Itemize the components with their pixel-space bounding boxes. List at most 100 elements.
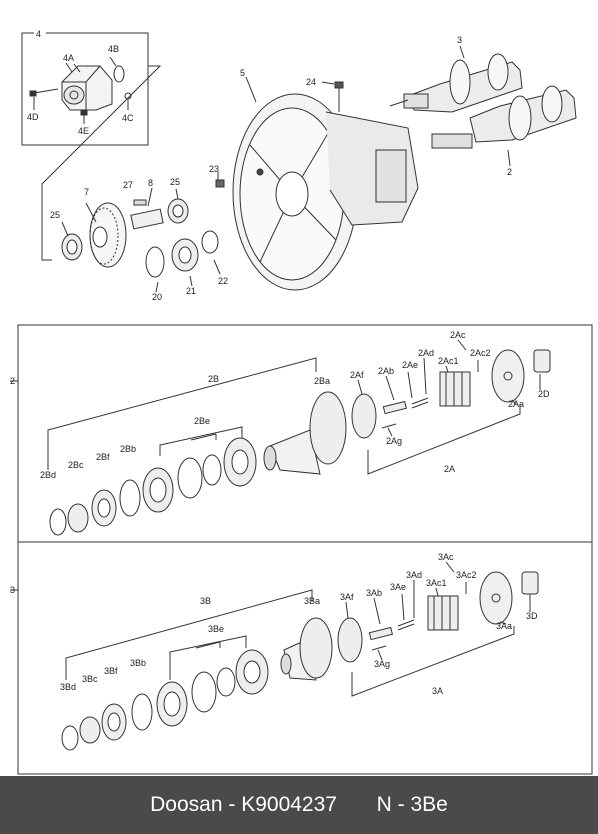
springs-2ae	[411, 397, 429, 409]
callout-4a: 4A	[63, 53, 74, 63]
separator: -	[228, 793, 236, 816]
shaft-3ba	[280, 617, 333, 681]
motor-assembly-2	[431, 85, 577, 149]
piston-set-2ac1	[439, 371, 471, 407]
callout-20: 20	[152, 292, 162, 302]
callout-2aa: 2Aa	[508, 399, 524, 409]
cylinder-block-2aa	[491, 349, 525, 403]
snap-ring-20	[145, 246, 165, 278]
callout-2ag: 2Ag	[386, 436, 402, 446]
callout-23: 23	[209, 164, 219, 174]
section-2	[10, 324, 593, 543]
callout-3ae: 3Ae	[390, 582, 406, 592]
bolt-24	[334, 81, 344, 112]
inset-box-4	[21, 32, 149, 146]
callout-25-left: 25	[50, 210, 60, 220]
reference-code: N - 3Be	[376, 793, 448, 816]
valve-plate-3d	[521, 571, 539, 595]
bearing-25-left	[61, 233, 83, 261]
callout-3ac: 3Ac	[438, 552, 454, 562]
part-number: K9004237	[241, 793, 337, 816]
bearing-25-right	[167, 198, 189, 224]
callout-5: 5	[240, 68, 245, 78]
callout-7: 7	[84, 187, 89, 197]
callout-3be: 3Be	[208, 624, 224, 634]
section-3-labels: 3 3B 3Ba 3Af 3Ab 3Ae 3Ad 3Ac 3Ac1 3Ac2 3…	[10, 552, 538, 696]
motor-assembly-3	[389, 53, 523, 113]
callout-2af: 2Af	[350, 370, 364, 380]
callout-3bf: 3Bf	[104, 666, 118, 676]
callout-4: 4	[36, 29, 41, 39]
callout-4c: 4C	[122, 113, 134, 123]
callout-3ac1: 3Ac1	[426, 578, 447, 588]
bearing-3bf	[101, 703, 127, 741]
bearing-3be-small	[156, 681, 188, 727]
callout-3bc: 3Bc	[82, 674, 98, 684]
bearing-3be-large	[235, 649, 269, 695]
callout-3b: 3B	[200, 596, 211, 606]
top-labels: 4 4A 4B 4C 4D 4E 3 5 24 2 23 27 8 25 7 2…	[27, 29, 512, 302]
washer-21	[171, 238, 199, 272]
callout-4d: 4D	[27, 112, 39, 122]
callout-2bc: 2Bc	[68, 460, 84, 470]
gear-7	[89, 202, 127, 268]
callout-2ac1: 2Ac1	[438, 356, 459, 366]
cylinder-block-3aa	[479, 571, 513, 625]
callout-3ag: 3Ag	[374, 659, 390, 669]
bearing-2be-large	[223, 437, 257, 487]
snap-ring-2bd	[49, 508, 67, 536]
callout-2bd: 2Bd	[40, 470, 56, 480]
callout-2be: 2Be	[194, 416, 210, 426]
callout-2a: 2A	[444, 464, 455, 474]
callout-2bb: 2Bb	[120, 444, 136, 454]
callout-2ab: 2Ab	[378, 366, 394, 376]
section-3-number: 3	[10, 585, 15, 595]
section-2-number: 2	[10, 376, 15, 386]
pin-3ag	[371, 645, 387, 651]
callout-2ac2: 2Ac2	[470, 348, 491, 358]
plate-2af	[351, 393, 377, 439]
plate-3af	[337, 617, 363, 663]
springs-3ae	[397, 619, 415, 631]
callout-25-right: 25	[170, 177, 180, 187]
callout-22: 22	[218, 276, 228, 286]
callout-3ab: 3Ab	[366, 588, 382, 598]
top-section	[21, 32, 577, 293]
callout-2ae: 2Ae	[402, 360, 418, 370]
callout-27: 27	[123, 180, 133, 190]
ring-3bb	[131, 693, 153, 731]
callout-2bf: 2Bf	[96, 452, 110, 462]
valve-plate-2d	[533, 349, 551, 373]
ring-22	[201, 230, 219, 254]
callout-3bd: 3Bd	[60, 682, 76, 692]
callout-3d: 3D	[526, 611, 538, 621]
ring-3be-1	[216, 667, 236, 697]
footer-caption: Doosan - K9004237 N - 3Be	[0, 776, 598, 834]
section-3-frame	[17, 541, 593, 775]
section-3	[10, 541, 593, 775]
callout-3ad: 3Ad	[406, 570, 422, 580]
exploded-parts-diagram: 4 4A 4B 4C 4D 4E 3 5 24 2 23 27 8 25 7 2…	[10, 29, 593, 775]
callout-3ac2: 3Ac2	[456, 570, 477, 580]
callout-3bb: 3Bb	[130, 658, 146, 668]
washer-3bc	[79, 716, 101, 744]
ring-2be-2	[177, 457, 203, 499]
ring-2be-1	[202, 454, 222, 486]
ring-3be-2	[191, 671, 217, 713]
callout-2: 2	[507, 167, 512, 177]
pin-2ab	[382, 400, 408, 415]
pin-3ab	[368, 626, 394, 641]
callout-21: 21	[186, 286, 196, 296]
sensor-unit-4a	[61, 65, 132, 111]
pin-2ag	[381, 423, 397, 429]
bolt-23	[215, 179, 225, 188]
shaft-2ba	[263, 391, 347, 475]
callout-3aa: 3Aa	[496, 621, 512, 631]
callout-2ad: 2Ad	[418, 348, 434, 358]
callout-3: 3	[457, 35, 462, 45]
callout-2ba: 2Ba	[314, 376, 330, 386]
section-2-labels: 2 2B 2Ba 2Af 2Ab 2Ae 2Ad 2Ac 2Ac1 2Ac2 2…	[10, 330, 550, 480]
washer-2bc	[67, 503, 89, 533]
callout-4e: 4E	[78, 126, 89, 136]
